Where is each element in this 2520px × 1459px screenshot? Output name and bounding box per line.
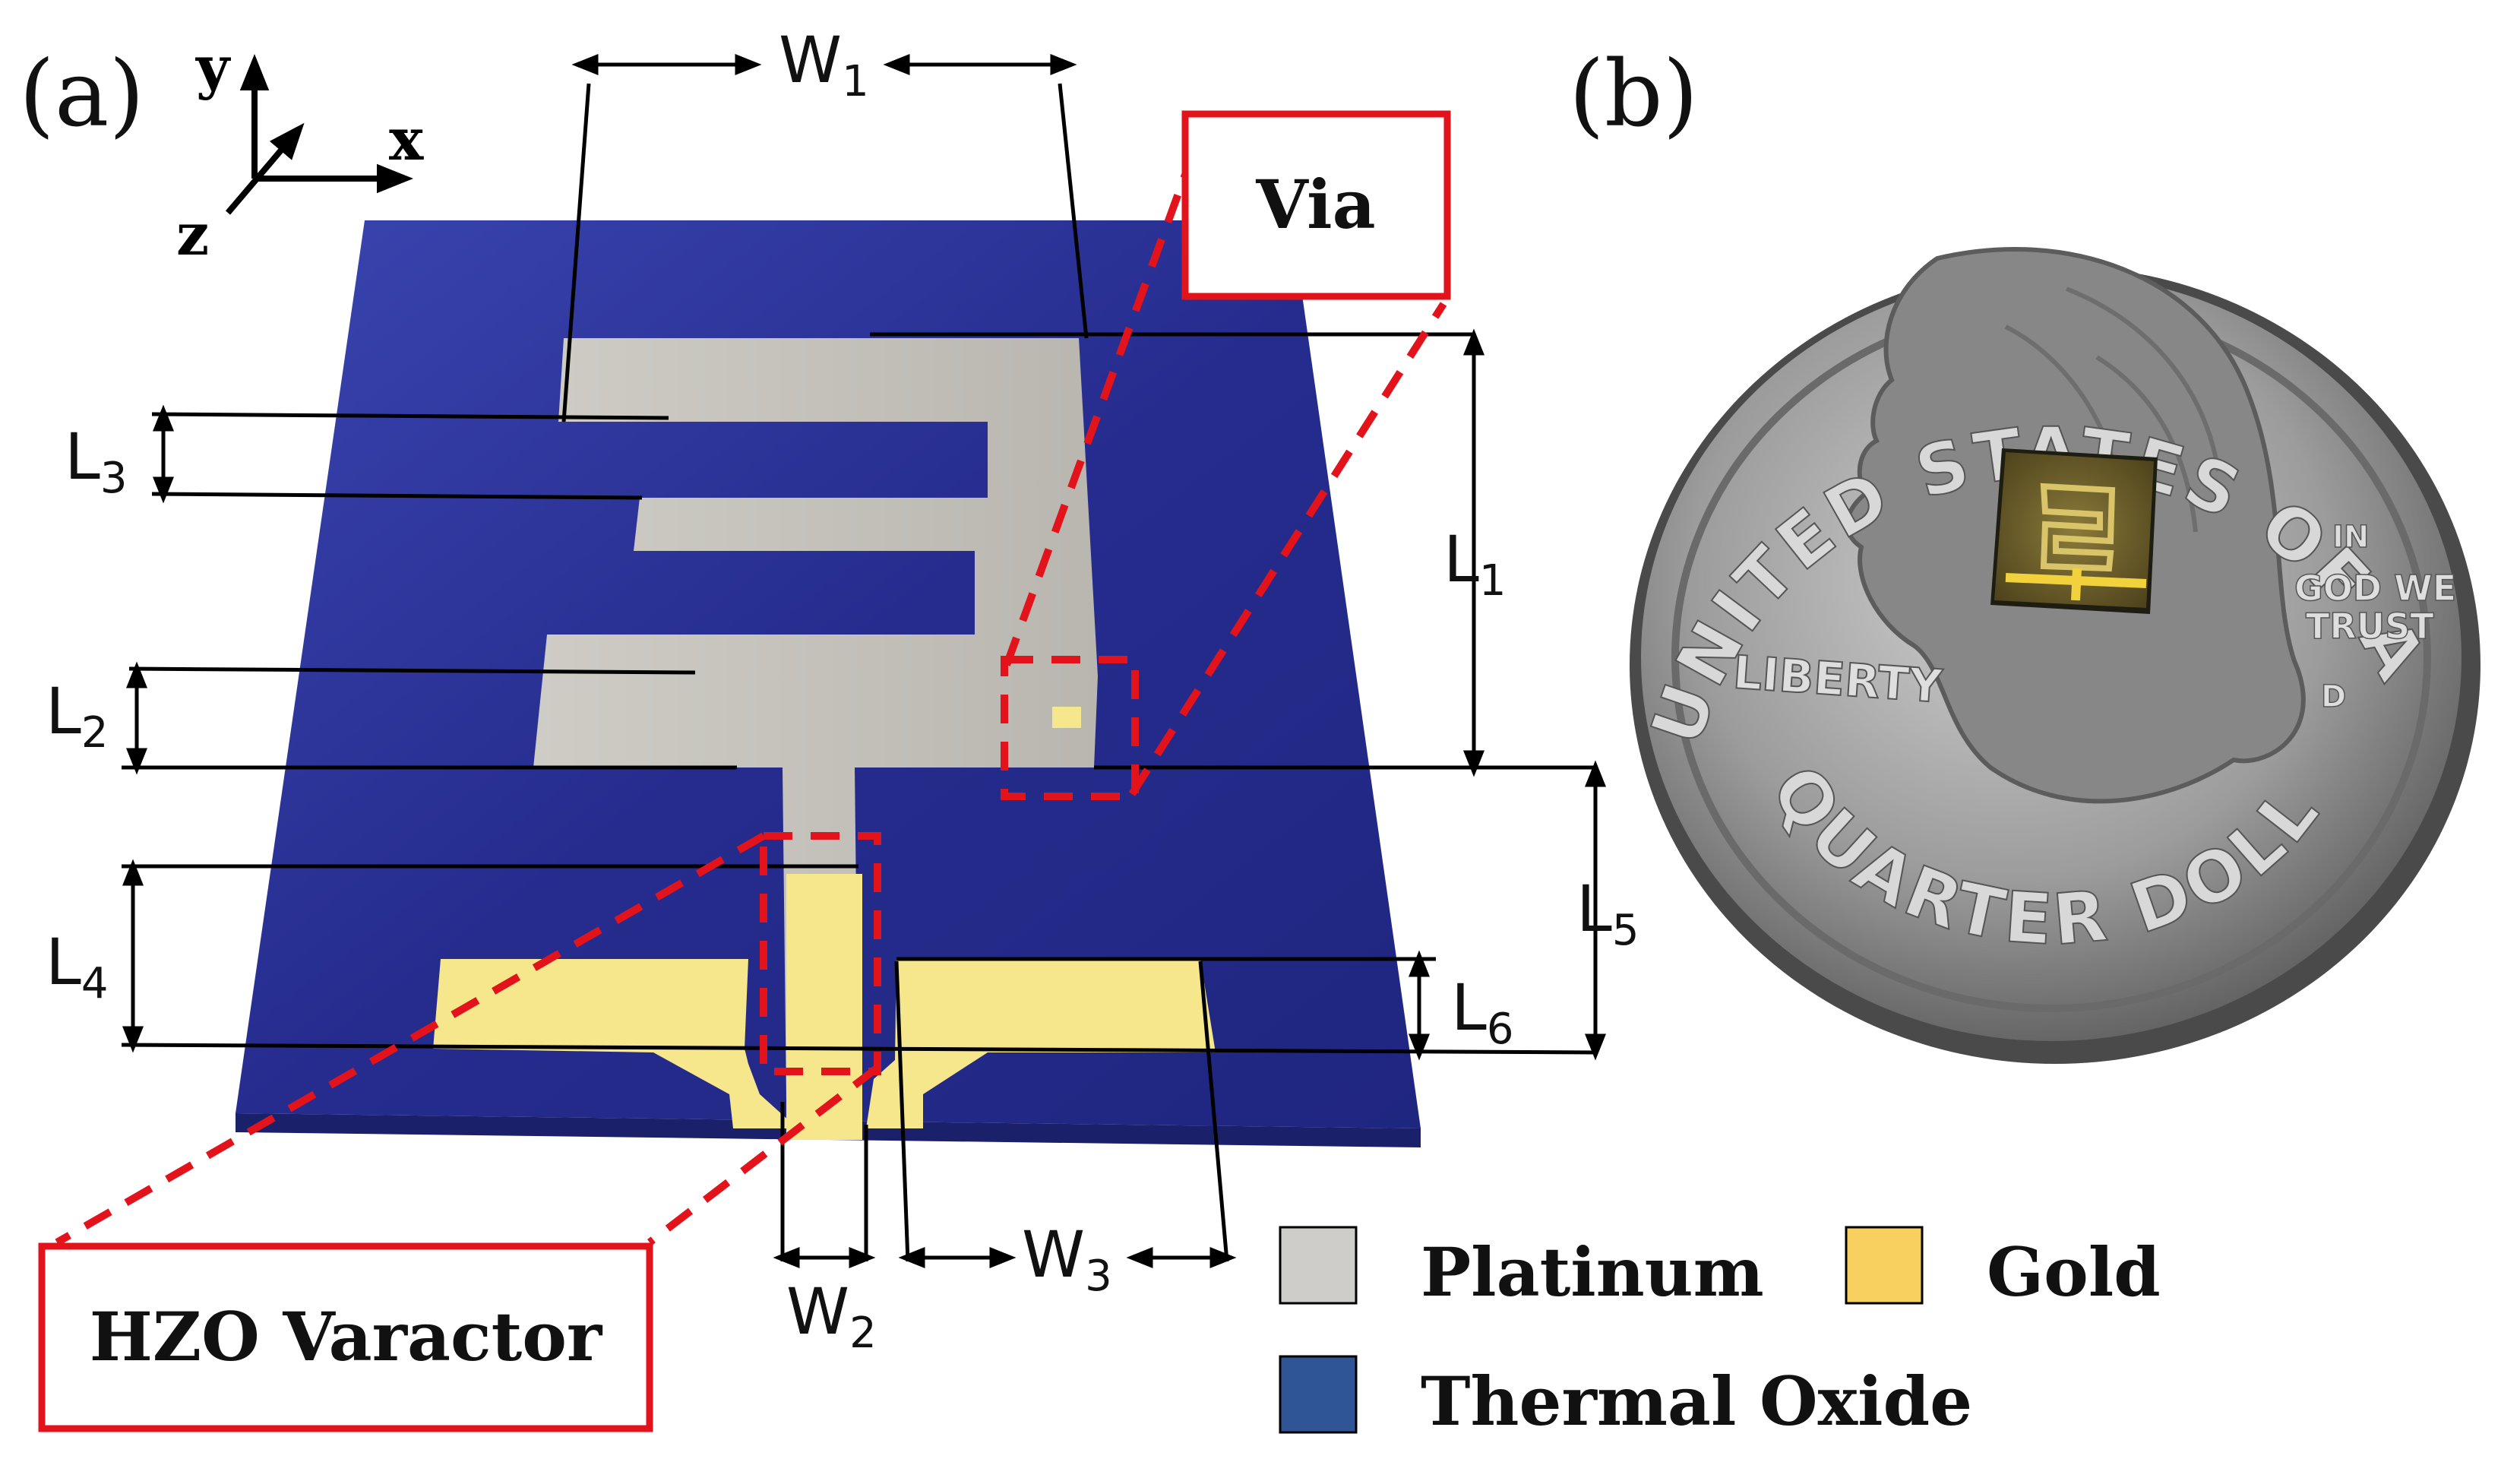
varactor-callout: HZO Varactor xyxy=(38,832,881,1432)
varactor-label: HZO Varactor xyxy=(90,1297,603,1376)
dim-l4: L4 xyxy=(46,925,108,1008)
panel-a: (a) y x z xyxy=(19,23,1639,1432)
fabricated-chip xyxy=(1990,448,2158,614)
dim-w2: W2 xyxy=(786,1274,877,1358)
legend-swatch-platinum xyxy=(1279,1226,1358,1305)
dim-w1: W1 xyxy=(779,23,869,106)
legend-item-gold: Gold xyxy=(1845,1226,2161,1312)
dim-l6: L6 xyxy=(1451,970,1513,1054)
coin-mint-mark: D xyxy=(2321,679,2346,714)
axis-y-label: y xyxy=(195,33,231,101)
dimension-labels: W1 L1 L3 L2 L4 L5 L6 W2 xyxy=(46,23,1639,1358)
legend-label-thermal-oxide: Thermal Oxide xyxy=(1421,1362,1972,1441)
legend-label-gold: Gold xyxy=(1987,1233,2161,1312)
via-label: Via xyxy=(1255,165,1375,244)
dim-l1: L1 xyxy=(1443,522,1506,606)
coin-motto-god-we: GOD WE xyxy=(2294,568,2456,609)
dim-w3: W3 xyxy=(1022,1217,1112,1301)
gold-electrodes xyxy=(433,874,1216,1140)
legend-swatch-thermal-oxide xyxy=(1279,1355,1358,1434)
axis-z-label: z xyxy=(176,201,209,268)
via-callout: Via xyxy=(1001,110,1451,800)
dim-l3: L3 xyxy=(65,419,127,503)
legend-label-platinum: Platinum xyxy=(1421,1233,1764,1312)
via-pad xyxy=(1052,707,1081,728)
dim-l5: L5 xyxy=(1576,872,1639,955)
coin-motto-in: IN xyxy=(2332,520,2369,555)
axis-indicator: y x z xyxy=(176,33,424,268)
extension-lines xyxy=(121,83,1596,1262)
dimension-arrows xyxy=(122,54,1606,1268)
platinum-spiral xyxy=(533,338,1098,1102)
legend-item-thermal-oxide: Thermal Oxide xyxy=(1279,1355,1972,1441)
dim-l2: L2 xyxy=(46,674,108,758)
panel-a-label: (a) xyxy=(19,42,144,147)
legend-swatch-gold xyxy=(1845,1226,1924,1305)
panel-b-label: (b) xyxy=(1569,42,1698,147)
coin-motto-trust: TRUST xyxy=(2306,606,2434,647)
axis-x-label: x xyxy=(389,106,424,173)
legend-item-platinum: Platinum xyxy=(1279,1226,1764,1312)
legend: Platinum Gold Thermal Oxide xyxy=(1279,1226,2161,1441)
